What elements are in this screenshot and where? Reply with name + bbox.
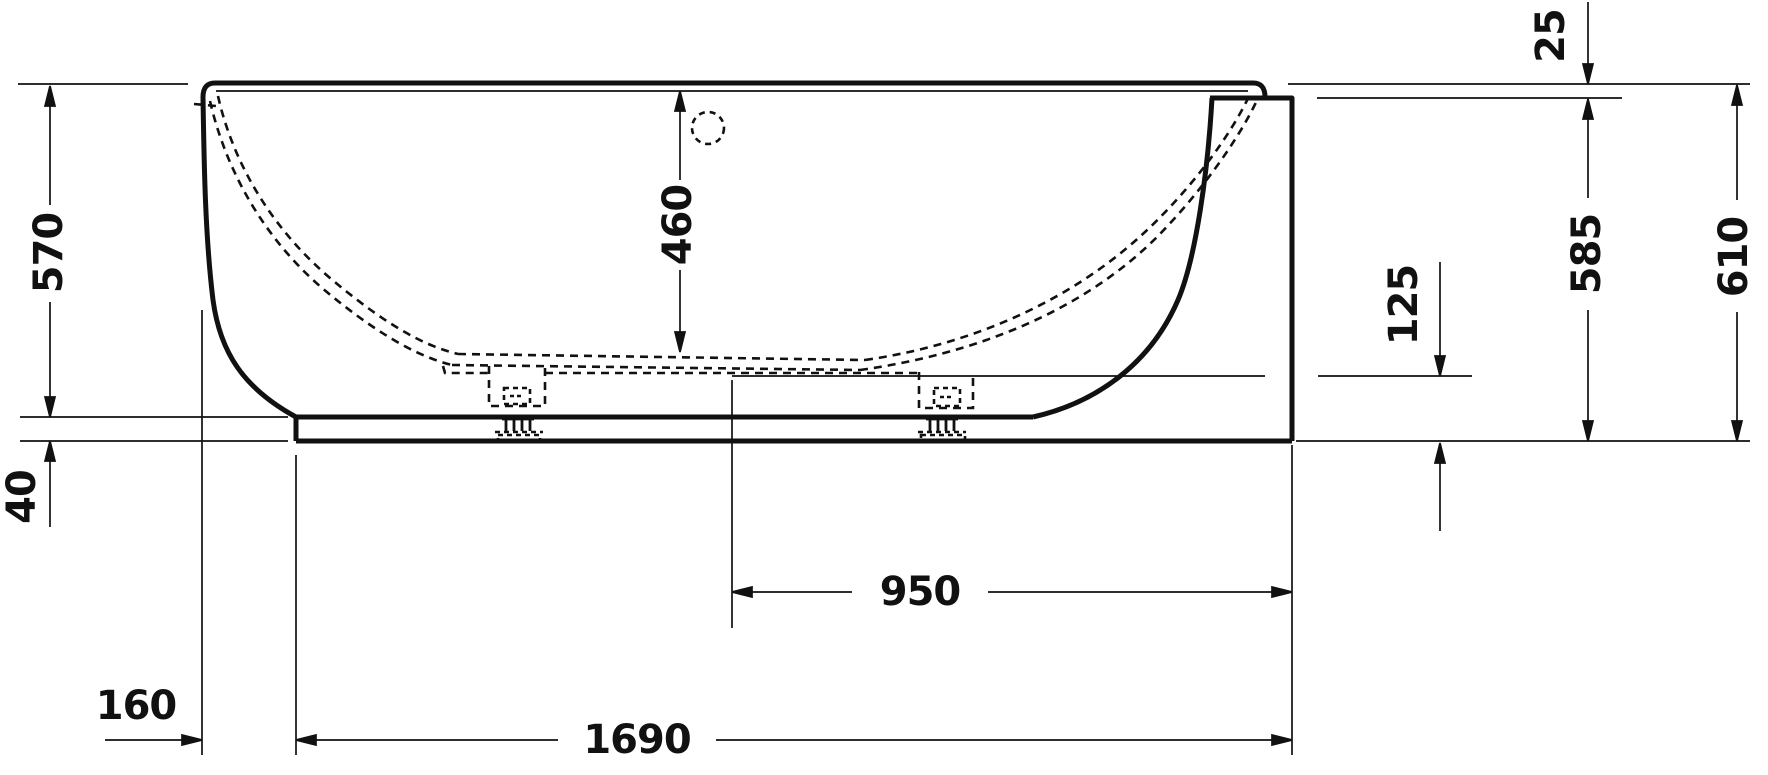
- interior-wall-left-outer: [208, 100, 453, 367]
- drain-circle: [690, 110, 726, 146]
- interior-bottom-inner: [457, 352, 866, 362]
- right-foot: [917, 372, 975, 444]
- sump-line-left: [441, 365, 489, 375]
- dimension-1690: 1690: [295, 717, 1293, 763]
- hidden-interior-lines: [193, 91, 1261, 444]
- rim-corner-left: [200, 80, 216, 98]
- dimension-585: 585: [1564, 98, 1610, 442]
- dim-25-label: 25: [1528, 9, 1574, 63]
- extension-lines: [18, 83, 1750, 755]
- rim-corner-right: [1252, 80, 1268, 98]
- interior-bottom-outer: [451, 363, 861, 372]
- tub-outline: [200, 80, 1295, 444]
- foot-pedestal-ticks: [502, 417, 958, 431]
- dimension-460: 460: [655, 90, 701, 353]
- arrow-right: [1271, 585, 1293, 599]
- right-foot-detail: [932, 386, 962, 408]
- dimension-160: 160: [96, 683, 203, 747]
- left-foot: [487, 366, 547, 444]
- interior-wall-right-outer: [859, 95, 1261, 372]
- dim-460-label: 460: [655, 185, 701, 266]
- left-foot-detail: [502, 386, 532, 406]
- dim-1690-label: 1690: [583, 717, 690, 763]
- right-foot-outline: [917, 372, 975, 410]
- left-foot-outline: [487, 366, 547, 408]
- interior-wall-right-inner: [864, 91, 1253, 362]
- left-pedestal: [502, 417, 534, 431]
- arrow-left: [295, 733, 317, 747]
- dim-125-label: 125: [1381, 265, 1427, 346]
- dim-40-label: 40: [0, 470, 45, 524]
- arrow-up: [43, 85, 57, 107]
- dim-585-label: 585: [1564, 214, 1610, 295]
- arrow-down: [1433, 355, 1447, 377]
- dim-610-label: 610: [1711, 217, 1757, 298]
- arrow-right: [1271, 733, 1293, 747]
- arrow-up: [1730, 84, 1744, 106]
- dimension-570: 570: [26, 85, 72, 418]
- arrow-down: [1581, 420, 1595, 442]
- dim-160-label: 160: [96, 683, 177, 729]
- arrow-down: [673, 331, 687, 353]
- shell-left-curve: [200, 96, 298, 420]
- arrow-up: [43, 440, 57, 462]
- arrow-right: [181, 733, 203, 747]
- dimension-40: 40: [0, 440, 57, 527]
- dimension-125: 125: [1381, 262, 1447, 531]
- end-panel: [1210, 95, 1295, 441]
- dimension-25: 25: [1528, 2, 1595, 85]
- arrow-down: [1730, 420, 1744, 442]
- right-pedestal: [926, 417, 958, 431]
- dimension-610: 610: [1711, 84, 1757, 442]
- arrow-up: [673, 90, 687, 112]
- arrow-left: [731, 585, 753, 599]
- dim-950-label: 950: [880, 569, 961, 615]
- dim-570-label: 570: [26, 213, 72, 294]
- arrow-up: [1581, 98, 1595, 120]
- interior-wall-left-inner: [216, 95, 459, 356]
- arrow-up: [1433, 442, 1447, 464]
- dimension-950: 950: [731, 569, 1293, 615]
- shell-right-curve: [1032, 97, 1215, 420]
- arrow-down: [43, 396, 57, 418]
- arrow-down: [1581, 63, 1595, 85]
